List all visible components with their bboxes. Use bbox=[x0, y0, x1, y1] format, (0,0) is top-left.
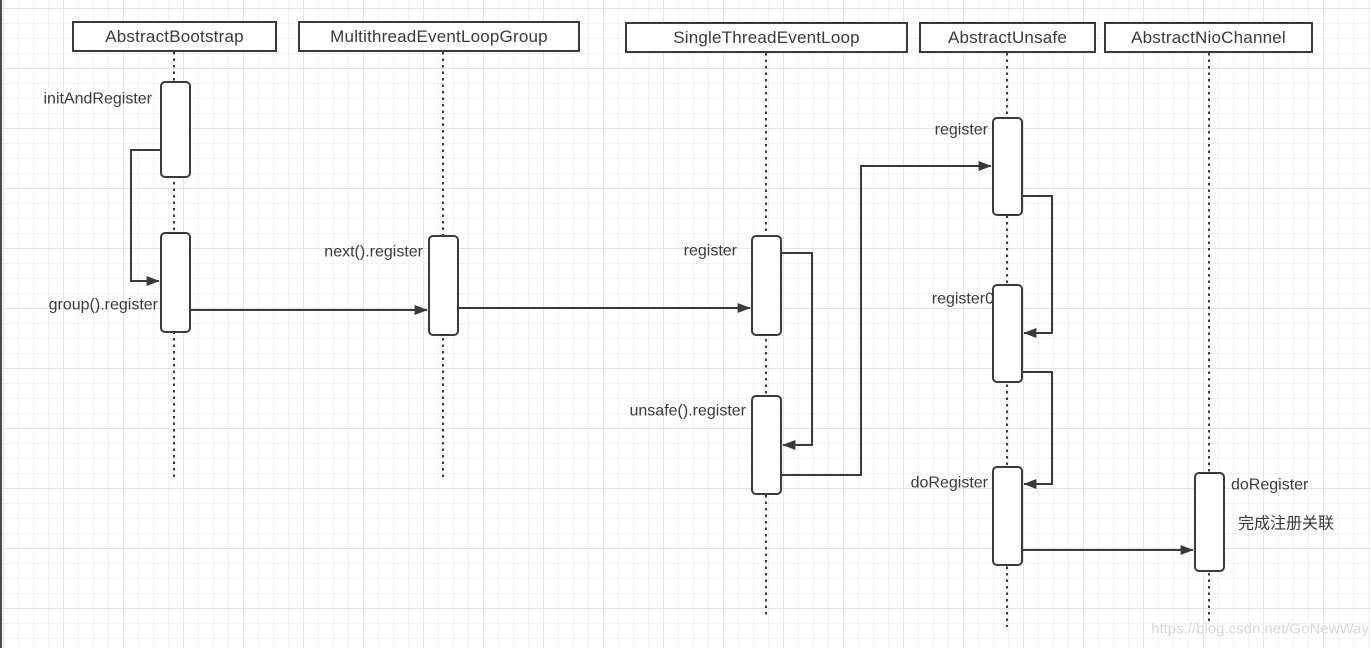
watermark-text: https://blog.csdn.net/GoNewWay bbox=[1151, 620, 1369, 638]
label-register0: register0 bbox=[931, 290, 994, 308]
activation-group-register bbox=[160, 232, 191, 333]
activation-unsafe-register bbox=[751, 395, 782, 495]
activation-next-register bbox=[428, 235, 459, 336]
message-init-and-register-self-call bbox=[130, 149, 160, 286]
activation-do-register-unsafe bbox=[992, 466, 1023, 566]
activation-register-unsafe bbox=[992, 117, 1023, 216]
label-next-register: next().register bbox=[324, 243, 423, 261]
participant-single-thread-event-loop: SingleThreadEventLoop bbox=[625, 22, 908, 53]
participant-abstract-bootstrap: AbstractBootstrap bbox=[72, 21, 277, 52]
label-unsafe-register: unsafe().register bbox=[629, 402, 747, 420]
participant-abstract-unsafe: AbstractUnsafe bbox=[919, 22, 1096, 53]
label-init-and-register: initAndRegister bbox=[43, 90, 153, 108]
activation-init-and-register bbox=[160, 81, 191, 178]
message-unsafe-register bbox=[782, 161, 992, 476]
activation-do-register-channel bbox=[1194, 472, 1225, 572]
screen-left-edge-artifact bbox=[0, 0, 2, 648]
participant-multithread-event-loop-group: MultithreadEventLoopGroup bbox=[298, 21, 580, 52]
label-do-register-unsafe: doRegister bbox=[910, 474, 988, 492]
message-register-self-call bbox=[782, 252, 813, 450]
message-register0-self-call bbox=[1023, 195, 1053, 338]
label-register-unsafe: register bbox=[934, 121, 988, 139]
activation-register-event-loop bbox=[751, 235, 782, 336]
label-note-complete-registration: 完成注册关联 bbox=[1238, 515, 1335, 533]
label-group-register: group().register bbox=[48, 296, 158, 314]
message-do-register-self-call bbox=[1023, 371, 1053, 489]
participant-abstract-nio-channel: AbstractNioChannel bbox=[1104, 22, 1313, 53]
label-register-event-loop: register bbox=[683, 242, 737, 260]
activation-register0 bbox=[992, 284, 1023, 383]
label-do-register-channel: doRegister bbox=[1231, 476, 1309, 494]
